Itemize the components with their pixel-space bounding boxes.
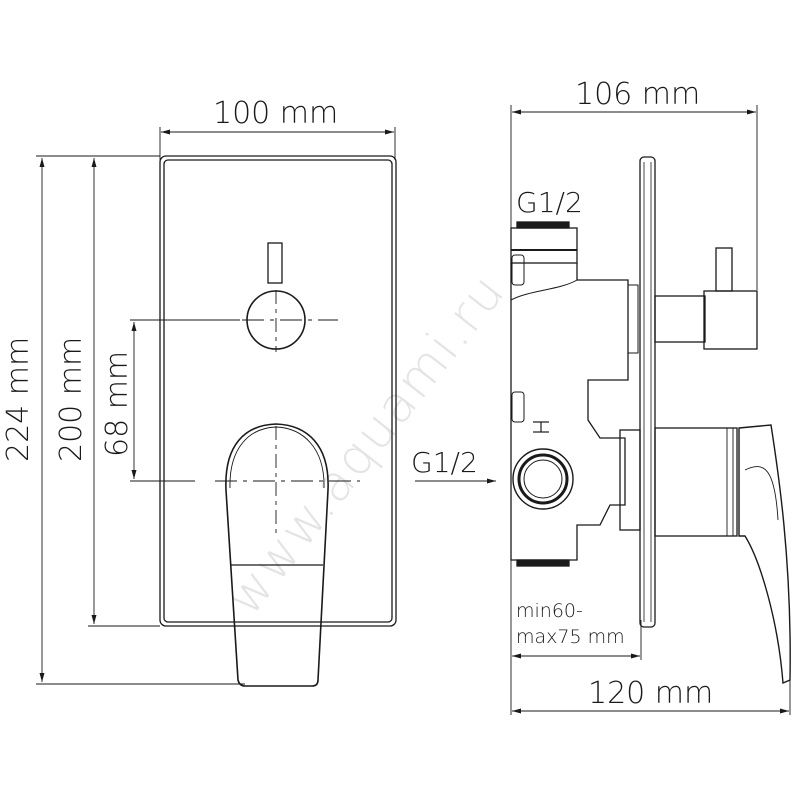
plate-height-dimension-label: 200 mm <box>54 336 89 462</box>
side-inlet-label: G1/2 <box>411 446 478 479</box>
install-depth-label-line2: max75 mm <box>516 626 625 648</box>
front-view <box>36 127 397 687</box>
center-distance-dimension-label: 68 mm <box>100 350 135 457</box>
side-view <box>415 105 791 715</box>
width-dimension-label: 100 mm <box>213 96 339 131</box>
install-depth-label-line1: min60- <box>516 600 583 622</box>
total-depth-dimension-label: 120 mm <box>588 676 714 711</box>
depth-dimension-label: 106 mm <box>575 77 701 112</box>
top-inlet-label: G1/2 <box>516 186 583 219</box>
total-height-dimension-label: 224 mm <box>1 336 36 462</box>
